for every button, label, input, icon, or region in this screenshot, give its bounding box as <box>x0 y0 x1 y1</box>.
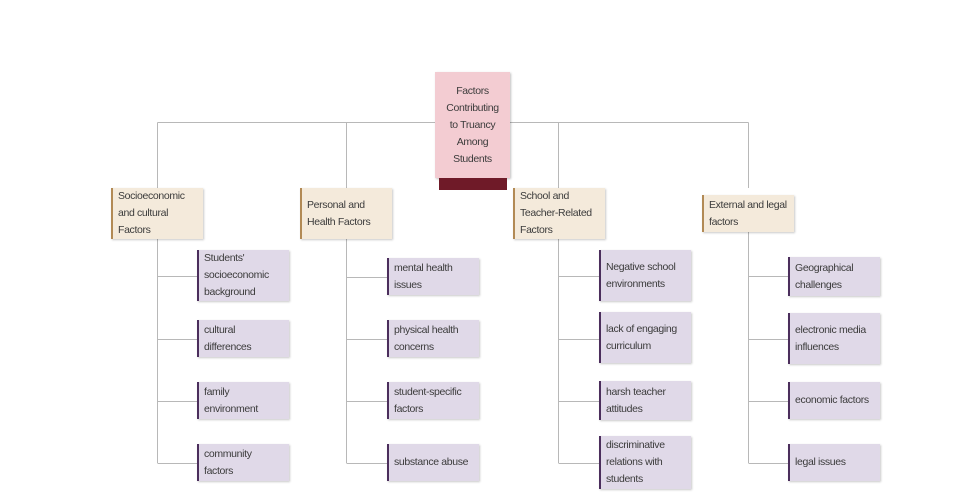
category-school-teacher: School and Teacher-Related Factors <box>513 188 605 239</box>
leaf-label: Geographical challenges <box>795 261 854 291</box>
leaf-label: discriminative relations with students <box>606 439 665 485</box>
leaf-family-environment: family environment <box>197 382 289 419</box>
root-node: Factors Contributing to Truancy Among St… <box>435 72 510 178</box>
leaf-economic-factors: economic factors <box>788 382 880 419</box>
leaf-label: economic factors <box>795 394 869 406</box>
leaf-socioeconomic-background: Students' socioeconomic background <box>197 250 289 301</box>
leaf-label: physical health concerns <box>394 323 459 353</box>
leaf-label: mental health issues <box>394 261 453 291</box>
category-label: External and legal factors <box>709 198 787 228</box>
leaf-substance-abuse: substance abuse <box>387 444 479 481</box>
leaf-label: electronic media influences <box>795 323 866 353</box>
leaf-lack-of-engaging-curriculum: lack of engaging curriculum <box>599 312 691 363</box>
leaf-physical-health: physical health concerns <box>387 320 479 357</box>
category-label: Personal and Health Factors <box>307 198 371 228</box>
leaf-electronic-media: electronic media influences <box>788 313 880 364</box>
category-label: School and Teacher-Related Factors <box>520 190 592 236</box>
leaf-discriminative-relations: discriminative relations with students <box>599 436 691 489</box>
leaf-geographical-challenges: Geographical challenges <box>788 257 880 296</box>
leaf-student-specific: student-specific factors <box>387 382 479 419</box>
leaf-cultural-differences: cultural differences <box>197 320 289 357</box>
leaf-legal-issues: legal issues <box>788 444 880 481</box>
category-socioeconomic: Socioeconomic and cultural Factors <box>111 188 203 239</box>
leaf-label: family environment <box>204 385 258 415</box>
leaf-label: lack of engaging curriculum <box>606 322 677 352</box>
category-label: Socioeconomic and cultural Factors <box>118 190 185 236</box>
leaf-label: harsh teacher attitudes <box>606 385 666 415</box>
root-accent-bar <box>439 178 507 190</box>
leaf-label: student-specific factors <box>394 385 462 415</box>
root-label: Factors Contributing to Truancy Among St… <box>446 84 499 165</box>
leaf-label: Negative school environments <box>606 260 676 290</box>
category-personal-health: Personal and Health Factors <box>300 188 392 239</box>
leaf-label: cultural differences <box>204 323 252 353</box>
leaf-label: Students' socioeconomic background <box>204 252 269 298</box>
leaf-community-factors: community factors <box>197 444 289 481</box>
leaf-mental-health: mental health issues <box>387 258 479 295</box>
category-external-legal: External and legal factors <box>702 195 794 232</box>
leaf-label: community factors <box>204 447 252 477</box>
leaf-harsh-teacher-attitudes: harsh teacher attitudes <box>599 381 691 420</box>
leaf-negative-school-environments: Negative school environments <box>599 250 691 301</box>
leaf-label: legal issues <box>795 456 846 468</box>
leaf-label: substance abuse <box>394 456 469 468</box>
